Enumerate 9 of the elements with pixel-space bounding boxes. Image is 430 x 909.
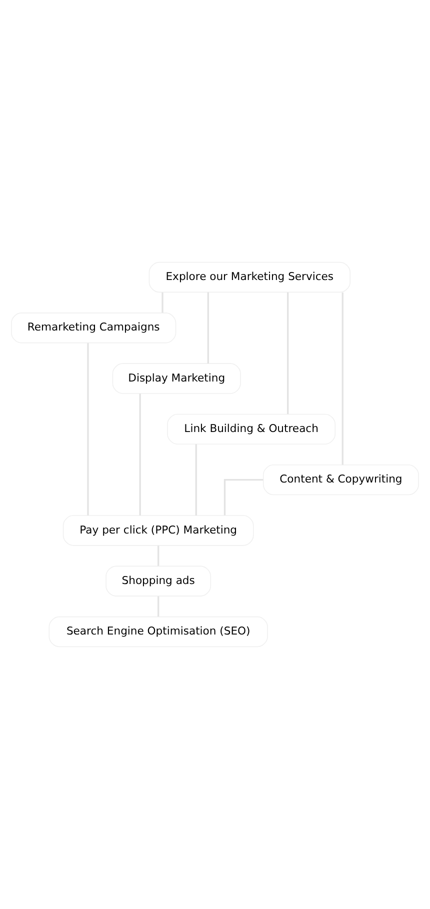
node-box: Pay per click (PPC) Marketing xyxy=(62,515,254,546)
node-box: Content & Copywriting xyxy=(262,464,420,496)
node-box: Explore our Marketing Services xyxy=(148,262,351,293)
node-box: Link Building & Outreach xyxy=(167,414,336,445)
node-box: Shopping ads xyxy=(106,566,212,596)
node-box: Display Marketing xyxy=(112,363,241,394)
node-box: Remarketing Campaigns xyxy=(11,312,176,344)
connector xyxy=(224,479,264,516)
node-box: Search Engine Optimisation (SEO) xyxy=(48,616,268,648)
